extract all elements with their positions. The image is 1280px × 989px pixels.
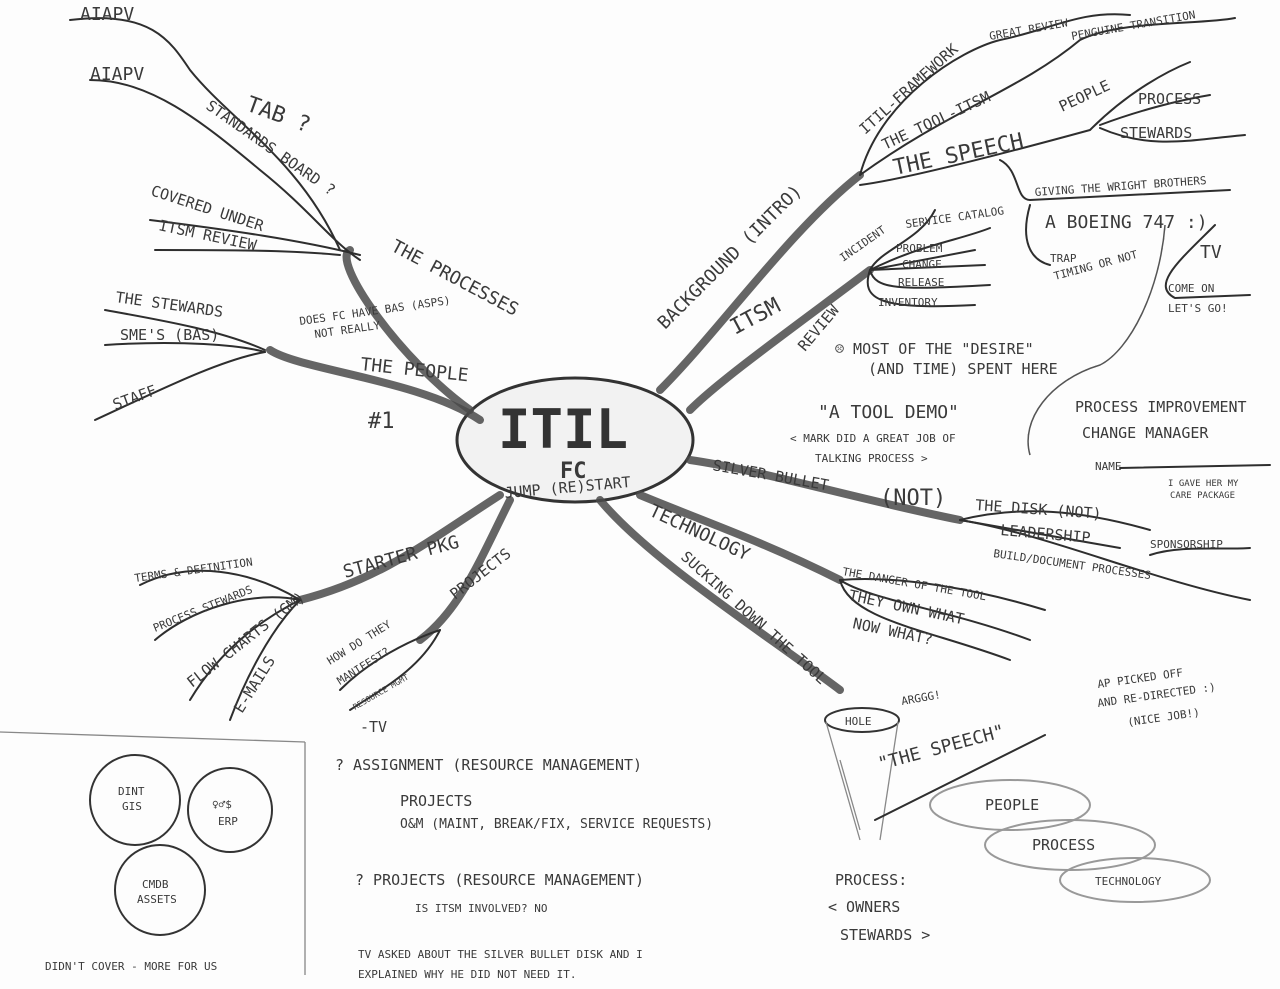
spent-here: (AND TIME) SPENT HERE (868, 360, 1058, 378)
aiapv-1: AIAPV (80, 4, 134, 25)
itsm-item: PROBLEM (896, 242, 943, 255)
boeing: A BOEING 747 :) (1045, 212, 1208, 233)
come-on: COME ON (1168, 282, 1214, 295)
gave-1: I GAVE HER MY (1168, 479, 1239, 489)
process-leaf: PROCESS (1138, 90, 1201, 108)
smes: SME'S (BAS) (120, 326, 219, 344)
assets: ASSETS (137, 893, 177, 906)
silver-bullet: SILVER BULLET (711, 456, 830, 494)
sub-branches (0, 13, 1271, 975)
ppt-process: PROCESS (1032, 836, 1095, 854)
projects-question: ? PROJECTS (RESOURCE MANAGEMENT) (355, 871, 644, 889)
penguine-transition: PENGUINE TRANSITION (1070, 8, 1196, 43)
didnt-cover-box (89, 754, 273, 936)
speech-bottom: "THE SPEECH" (876, 721, 1007, 775)
hole (824, 707, 900, 733)
tv-label: TV (1200, 242, 1222, 263)
tv-asked-1: TV ASKED ABOUT THE SILVER BULLET DISK AN… (358, 948, 643, 961)
argg: ARGGG! (900, 688, 941, 708)
demo-note-1: < MARK DID A GREAT JOB OF (790, 432, 956, 445)
main-branches (266, 171, 964, 694)
starter-pkg: STARTER PKG (341, 532, 462, 583)
ap-nice-job: (NICE JOB!) (1127, 706, 1201, 729)
sponsorship: SPONSORSHIP (1150, 538, 1223, 551)
leadership: LEADERSHIP (1000, 521, 1092, 547)
silver-bullet-not: (NOT) (880, 486, 946, 511)
staff: STAFF (110, 381, 159, 413)
the-stewards: THE STEWARDS (114, 288, 224, 321)
build-document: BUILD/DOCUMENT PROCESSES (993, 547, 1152, 582)
itsm-item: SERVICE CATALOG (905, 204, 1005, 231)
process-stewards: PROCESS STEWARDS (151, 583, 254, 635)
e-mails: E-MAILS (230, 653, 279, 716)
owners: < OWNERS (828, 898, 900, 916)
itsm-items: INCIDENT SERVICE CATALOG PROBLEM CHANGE … (837, 204, 1005, 309)
hole-label: HOLE (845, 715, 872, 728)
itsm-item: INVENTORY (878, 296, 938, 309)
demo-note-2: TALKING PROCESS > (815, 452, 928, 465)
center-oval (455, 376, 695, 504)
stewards-bottom: STEWARDS > (840, 926, 930, 944)
process-improvement: PROCESS IMPROVEMENT (1075, 398, 1247, 416)
gave-2: CARE PACKAGE (1170, 491, 1235, 501)
change-manager: CHANGE MANAGER (1082, 424, 1209, 442)
cmdb: CMDB (142, 878, 169, 891)
center-title: ITIL (498, 398, 628, 461)
om-note: O&M (MAINT, BREAK/FIX, SERVICE REQUESTS) (400, 817, 713, 832)
ppt-people: PEOPLE (985, 796, 1039, 814)
process-owners-label: PROCESS: (835, 871, 907, 889)
itsm-item: CHANGE (902, 258, 942, 271)
great-review: GREAT REVIEW (988, 16, 1069, 43)
didnt-cover: DIDN'T COVER - MORE FOR US (45, 960, 217, 973)
tool-demo: "A TOOL DEMO" (818, 402, 959, 423)
lets-go: LET'S GO! (1168, 302, 1228, 315)
trap: TRAP (1050, 252, 1077, 265)
stewards-leaf: STEWARDS (1120, 124, 1192, 142)
itsm-involved: IS ITSM INVOLVED? NO (415, 902, 547, 915)
tv-asked-2: EXPLAINED WHY HE DID NOT NEED IT. (358, 968, 577, 981)
center-subtitle: FC (560, 459, 587, 484)
terms-definition: TERMS & DEFINITION (134, 556, 254, 585)
itsm-item: RELEASE (898, 276, 944, 289)
assignment-note: ? ASSIGNMENT (RESOURCE MANAGEMENT) (335, 756, 642, 774)
erp-symbols: ♀♂$ (212, 798, 232, 811)
aiapv-2: AIAPV (90, 64, 144, 85)
starter-tv: -TV (360, 718, 387, 736)
people-leaf: PEOPLE (1056, 76, 1113, 115)
projects-note: PROJECTS (400, 792, 472, 810)
resource-mgmt: RESOURCE MGMT (352, 673, 411, 712)
dint: DINT (118, 785, 145, 798)
gis: GIS (122, 800, 142, 813)
erp: ERP (218, 815, 238, 828)
rank: #1 (368, 409, 395, 434)
name-label: NAME (1095, 460, 1122, 473)
ppt-technology: TECHNOLOGY (1095, 875, 1162, 888)
most-desire: ☹ MOST OF THE "DESIRE" (835, 340, 1034, 358)
ppt-ovals (874, 734, 1211, 903)
the-disk: THE DISK (NOT) (975, 496, 1102, 523)
